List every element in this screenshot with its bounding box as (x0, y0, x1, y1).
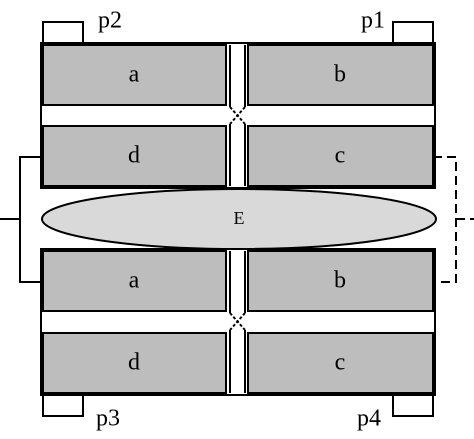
bottom-block-a (42, 250, 227, 312)
bottom-block-c (247, 332, 434, 394)
pad-p3 (42, 394, 84, 417)
top-block-b (247, 44, 434, 106)
top-label-b: b (334, 62, 346, 88)
bottom-label-b: b (334, 268, 346, 294)
port-label-p3: p3 (96, 406, 120, 432)
pad-p1 (392, 21, 434, 44)
bottom-block-b (247, 250, 434, 312)
bottom-crossing (229, 312, 246, 331)
bottom-block-d (42, 332, 227, 394)
bottom-label-d: d (128, 350, 140, 376)
top-label-a: a (129, 62, 140, 88)
bottom-label-c: c (335, 350, 346, 376)
top-label-c: c (335, 143, 346, 169)
center-label-e: E (234, 208, 245, 228)
pad-p4 (392, 394, 434, 417)
port-label-p4: p4 (357, 406, 381, 432)
bottom-label-a: a (129, 268, 140, 294)
top-block-c (247, 125, 434, 187)
top-block-d (42, 125, 227, 187)
top-block-a (42, 44, 227, 106)
left-solid-connector (19, 156, 43, 283)
pad-p2 (42, 21, 84, 44)
top-crossing (229, 106, 246, 125)
top-label-d: d (128, 143, 140, 169)
port-label-p1: p1 (361, 8, 385, 34)
center-ellipse-e (41, 188, 437, 250)
port-label-p2: p2 (98, 8, 122, 34)
